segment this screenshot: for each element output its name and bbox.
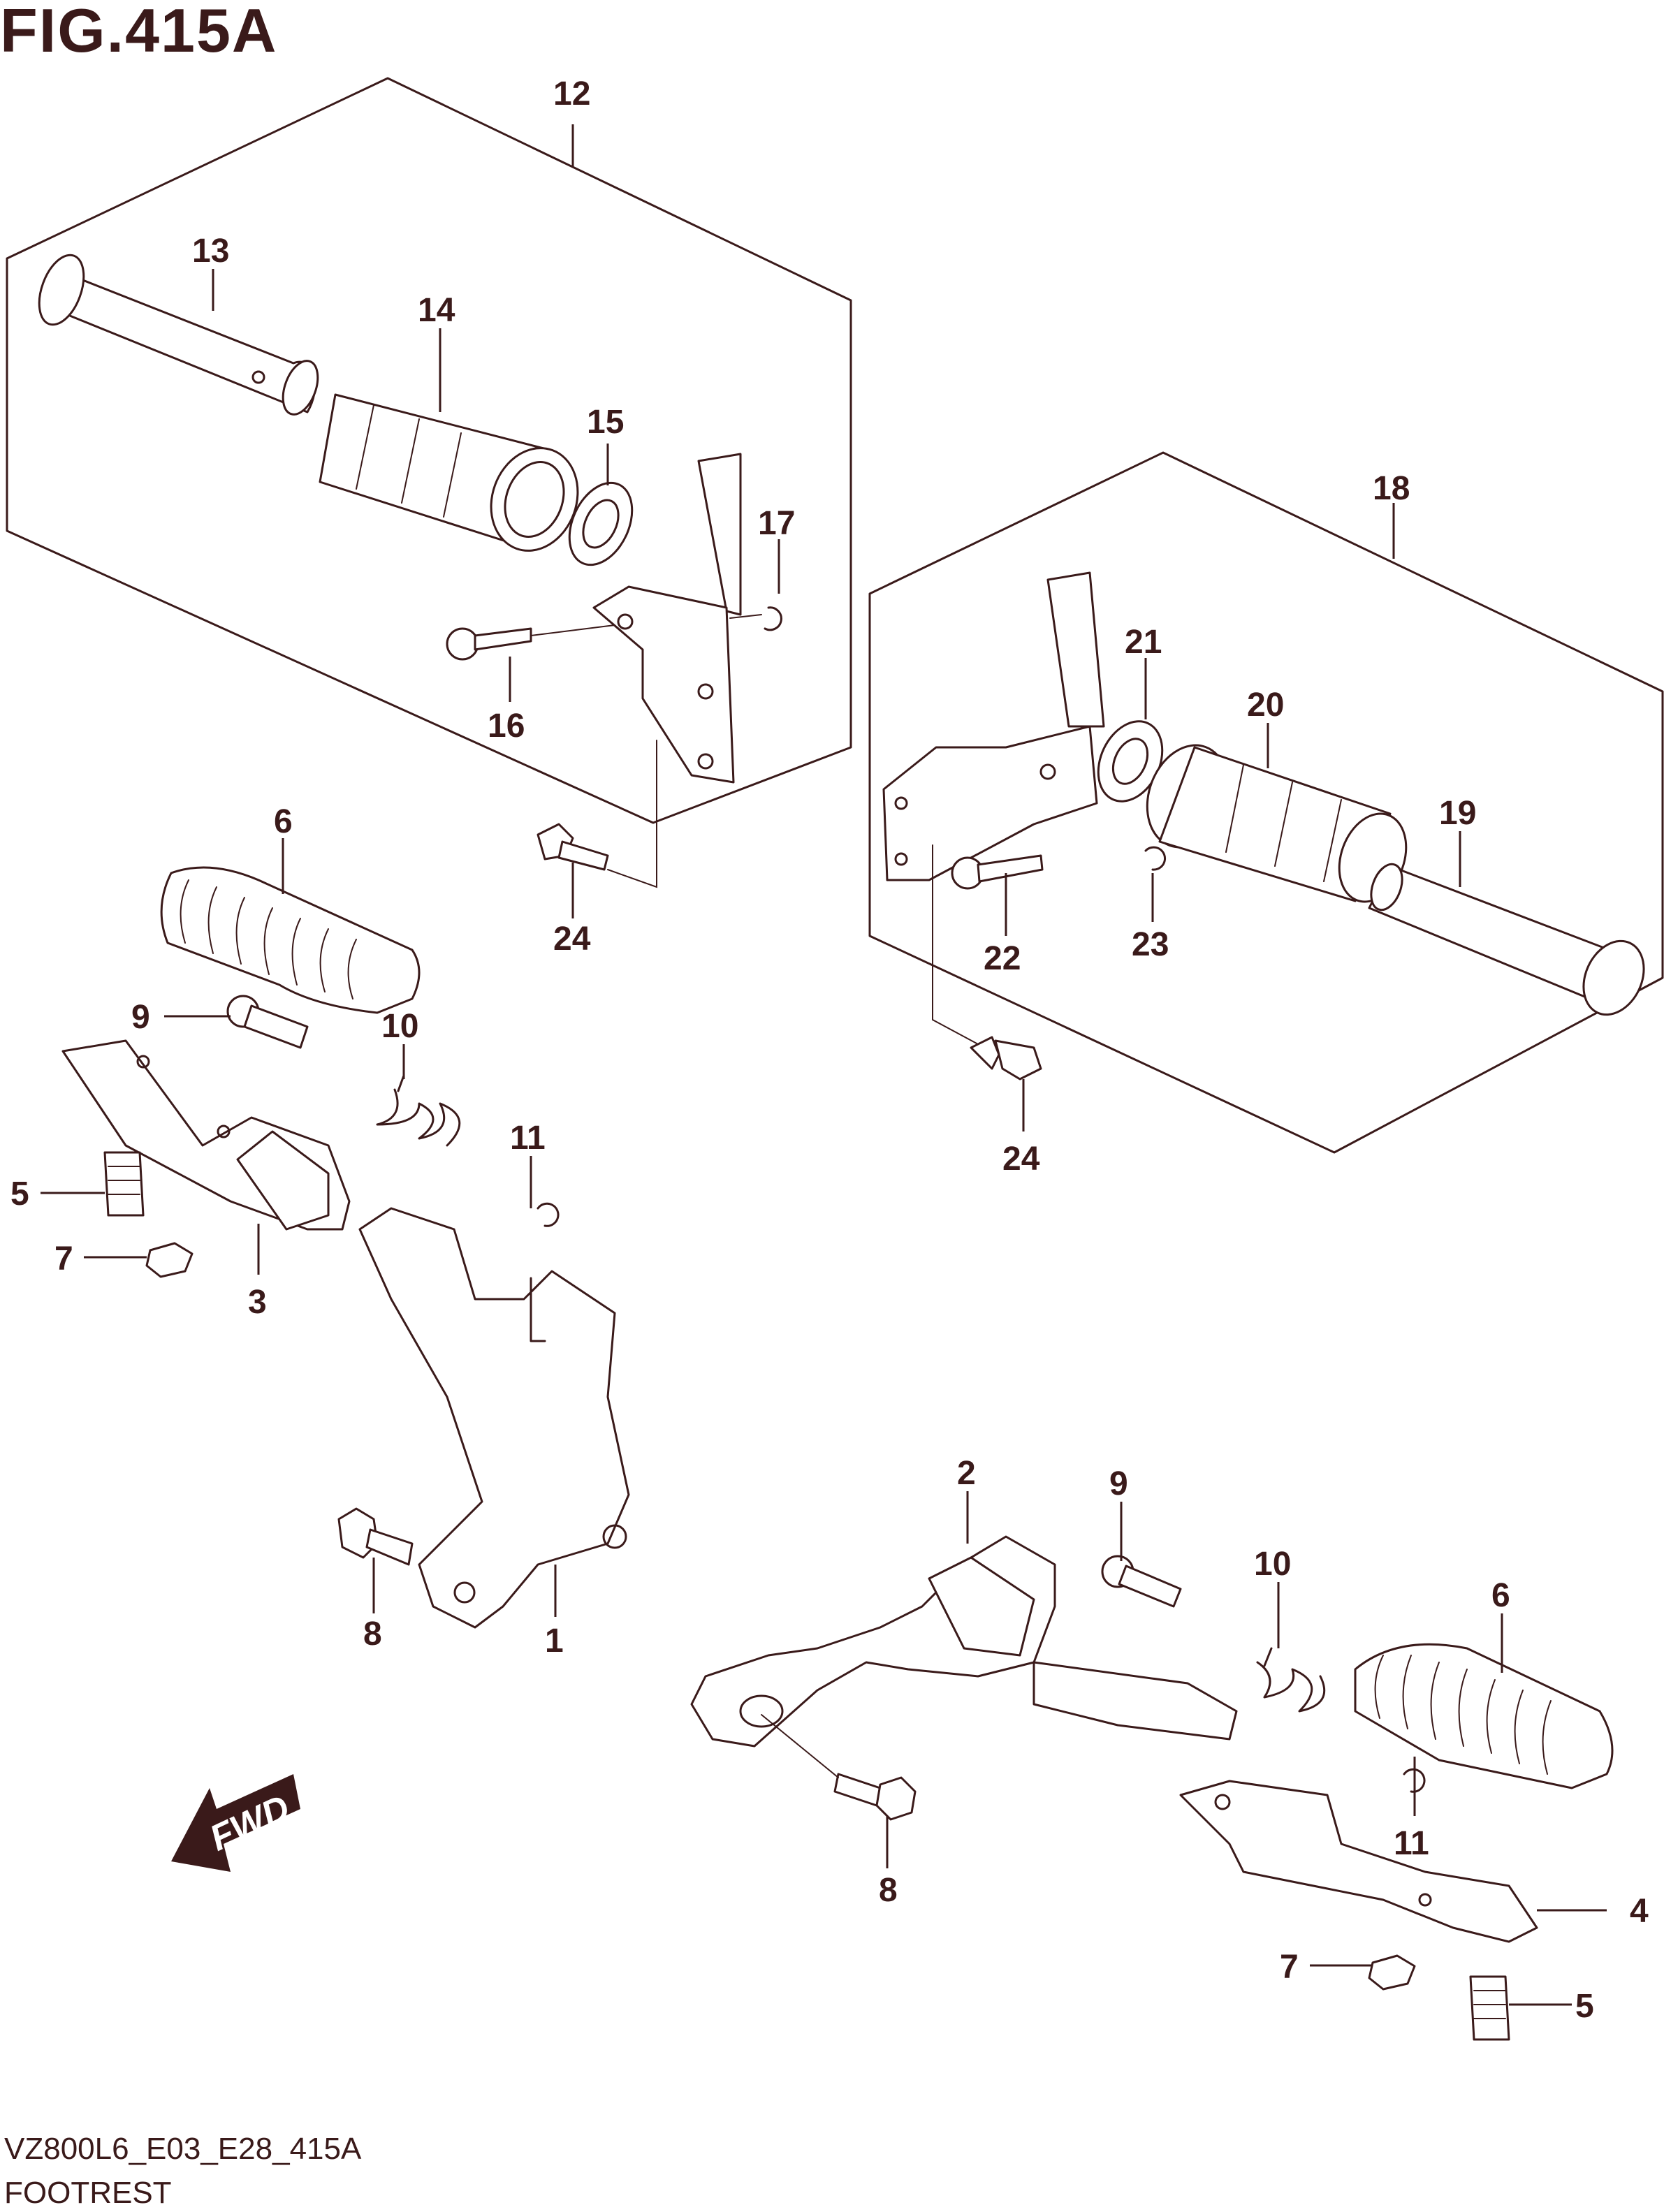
callout-10-right: 10 — [1254, 1546, 1291, 1583]
callout-24-right: 24 — [1002, 1141, 1040, 1178]
callout-1: 1 — [545, 1623, 564, 1660]
part-22-pin — [951, 854, 1044, 890]
assembly-box-18 — [868, 451, 1664, 1154]
forward-arrow-icon: FWD — [171, 1774, 300, 1872]
callout-9-right: 9 — [1109, 1465, 1128, 1502]
part-8-bolt-right — [761, 1714, 917, 1821]
part-6-footpeg-rubber-left — [160, 866, 421, 1014]
callout-labels: 12 13 14 15 17 16 24 18 21 20 19 22 23 2… — [10, 75, 1649, 2025]
callout-23: 23 — [1132, 926, 1169, 963]
callout-17: 17 — [758, 505, 795, 542]
part-5-bolt-left — [103, 1151, 145, 1217]
callout-21: 21 — [1125, 624, 1162, 661]
assembly-box-12 — [6, 77, 852, 824]
part-2-footrest-bracket-right — [690, 1535, 1238, 1748]
callout-22: 22 — [984, 940, 1021, 977]
part-9-pin-left — [226, 995, 309, 1049]
figure-title: FIG.415A — [0, 0, 278, 65]
part-7-nut-left — [145, 1242, 194, 1278]
drawing-name: FOOTREST — [4, 2176, 172, 2210]
callout-13: 13 — [192, 233, 229, 270]
part-9-pin-right — [1101, 1555, 1182, 1608]
part-11-clip-right — [1403, 1768, 1426, 1793]
rear-footrest-bracket-left — [592, 453, 742, 784]
part-11-clip-left — [537, 1202, 560, 1227]
part-17-clip — [729, 606, 782, 631]
callout-9-left: 9 — [131, 999, 150, 1036]
part-24-bolt-right — [932, 844, 1042, 1081]
part-6-footpeg-rubber-right — [1354, 1643, 1614, 1789]
part-19-shaft — [1368, 863, 1645, 1016]
part-24-bolt-left — [537, 740, 657, 888]
part-5-bolt-right — [1469, 1975, 1510, 2041]
callout-5-right: 5 — [1575, 1988, 1594, 2025]
callout-12: 12 — [553, 75, 590, 112]
callout-24-left: 24 — [553, 921, 591, 958]
part-13-shaft — [38, 254, 319, 416]
part-8-bolt-left — [337, 1507, 414, 1566]
part-23-clip — [1144, 846, 1167, 871]
callout-16: 16 — [488, 708, 525, 745]
part-20-rubber-grip — [1146, 744, 1408, 903]
part-16-pin — [446, 624, 615, 661]
callout-10-left: 10 — [381, 1008, 418, 1045]
part-10-spring-right — [1256, 1647, 1326, 1713]
callout-7-right: 7 — [1280, 1949, 1299, 1986]
callout-11-left: 11 — [510, 1120, 546, 1157]
part-15-washer — [568, 481, 634, 566]
callout-6-left: 6 — [274, 803, 293, 840]
callout-8-right: 8 — [879, 1872, 898, 1909]
callout-18: 18 — [1373, 470, 1410, 507]
callout-2: 2 — [957, 1455, 976, 1492]
callout-14: 14 — [418, 292, 455, 329]
callout-20: 20 — [1247, 687, 1284, 724]
callout-11-right: 11 — [1394, 1825, 1429, 1862]
callout-4: 4 — [1630, 1893, 1649, 1930]
part-1-footrest-bracket-left — [358, 1207, 630, 1629]
callout-15: 15 — [587, 404, 624, 441]
part-14-rubber-grip — [319, 393, 579, 552]
callout-5-left: 5 — [10, 1175, 29, 1213]
callout-6-right: 6 — [1491, 1577, 1510, 1614]
callout-19: 19 — [1439, 795, 1476, 832]
part-10-spring-left — [376, 1074, 461, 1147]
drawing-code: VZ800L6_E03_E28_415A — [4, 2132, 362, 2166]
callout-3: 3 — [248, 1284, 267, 1321]
callout-7-left: 7 — [54, 1240, 73, 1277]
part-3-footpeg-bracket-left — [61, 1039, 351, 1231]
part-4-footpeg-bracket-right — [1179, 1780, 1538, 1943]
rear-footrest-bracket-right — [882, 571, 1105, 881]
part-7-nut-right — [1368, 1954, 1416, 1991]
callout-leaders — [41, 124, 1607, 2006]
callout-8-left: 8 — [363, 1616, 382, 1653]
